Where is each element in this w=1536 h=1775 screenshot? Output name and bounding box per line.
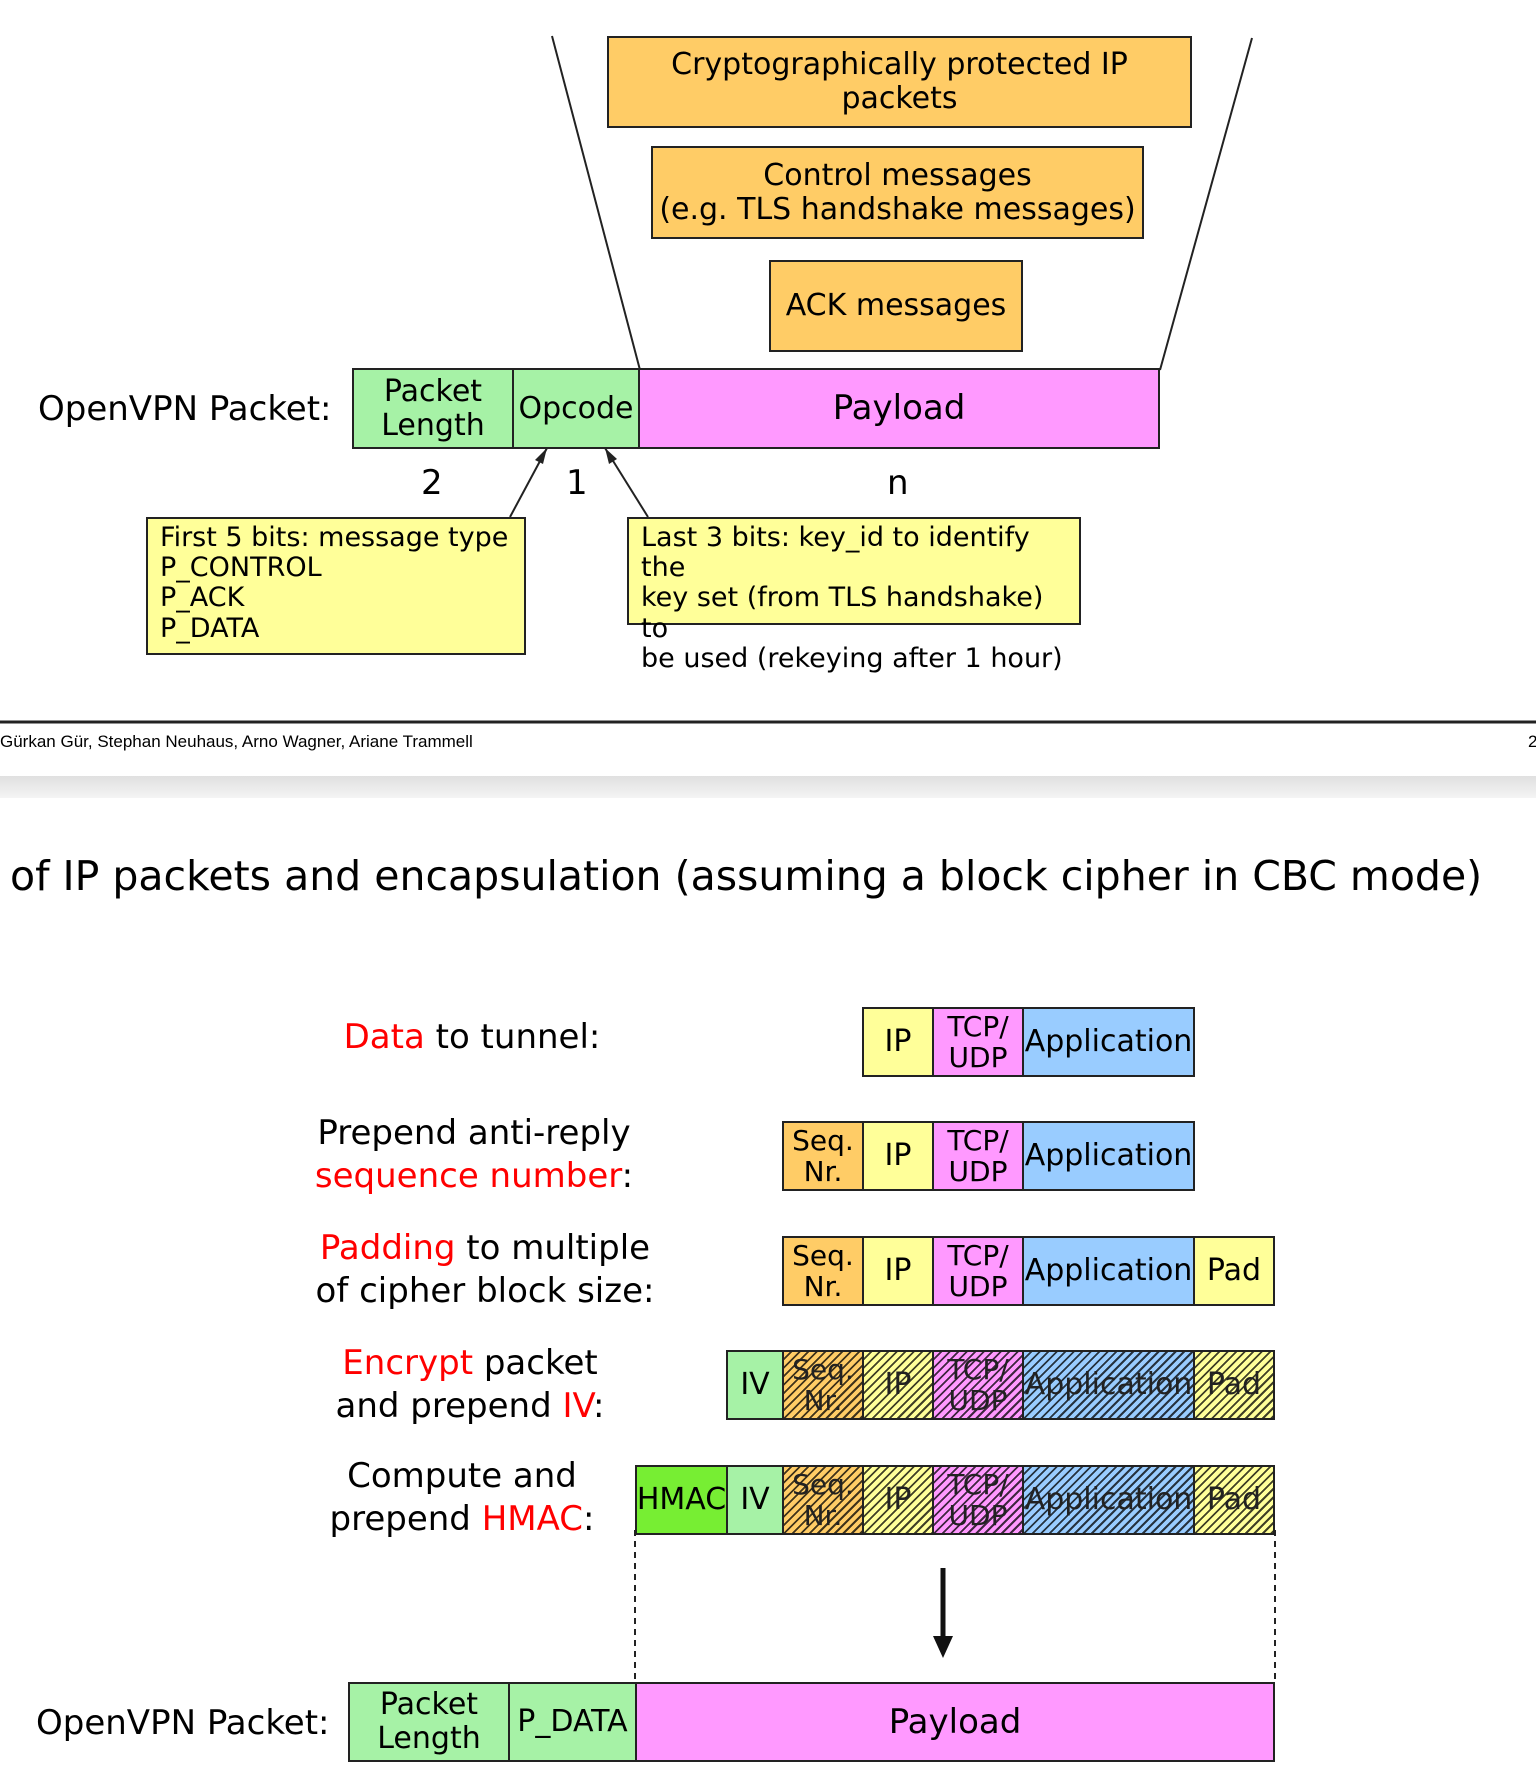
cell-seq-nr-encrypted: Seq. Nr. xyxy=(782,1465,864,1535)
cell-seq-nr-encrypted: Seq. Nr. xyxy=(782,1350,864,1420)
cell-tcp-udp-encrypted: TCP/ UDP xyxy=(932,1465,1024,1535)
cell-ip-encrypted: IP xyxy=(862,1465,934,1535)
cell-ip-encrypted: IP xyxy=(862,1350,934,1420)
cell-tcp-udp: TCP/ UDP xyxy=(932,1007,1024,1077)
step-label-encrypt: Encrypt packet and prepend IV: xyxy=(335,1343,605,1426)
field-payload: Payload xyxy=(635,1682,1275,1762)
cell-application-encrypted: Application xyxy=(1022,1350,1195,1420)
cell-ip: IP xyxy=(862,1121,934,1191)
cell-pad-encrypted: Pad xyxy=(1193,1465,1275,1535)
cell-pad: Pad xyxy=(1193,1236,1275,1306)
cell-application: Application xyxy=(1022,1007,1195,1077)
field-packet-length: Packet Length xyxy=(352,368,514,449)
stack-control-messages: Control messages (e.g. TLS handshake mes… xyxy=(651,146,1144,239)
step-label-data: Data to tunnel: xyxy=(343,1017,601,1057)
cell-seq-nr: Seq. Nr. xyxy=(782,1236,864,1306)
footer-authors: Gürkan Gür, Stephan Neuhaus, Arno Wagner… xyxy=(0,732,473,751)
slide-title: of IP packets and encapsulation (assumin… xyxy=(10,852,1483,900)
size-opcode: 1 xyxy=(566,463,588,503)
cell-hmac: HMAC xyxy=(635,1465,728,1535)
cell-seq-nr: Seq. Nr. xyxy=(782,1121,864,1191)
field-opcode: Opcode xyxy=(512,368,640,449)
cell-ip: IP xyxy=(862,1236,934,1306)
cell-pad-encrypted: Pad xyxy=(1193,1350,1275,1420)
step-label-hmac: Compute and prepend HMAC: xyxy=(329,1456,595,1539)
note-key-id: Last 3 bits: key_id to identify the key … xyxy=(627,517,1081,674)
field-p-data: P_DATA xyxy=(508,1682,637,1762)
stack-ip-packets: Cryptographically protected IP packets xyxy=(607,36,1192,128)
field-payload: Payload xyxy=(638,368,1160,449)
packet-label-bottom: OpenVPN Packet: xyxy=(36,1703,330,1743)
size-packet-length: 2 xyxy=(421,463,443,503)
cell-application: Application xyxy=(1022,1121,1195,1191)
stack-ack-messages: ACK messages xyxy=(769,260,1023,352)
cell-tcp-udp-encrypted: TCP/ UDP xyxy=(932,1350,1024,1420)
step-label-sequence: Prepend anti-reply sequence number: xyxy=(314,1113,634,1196)
cell-iv: IV xyxy=(726,1465,784,1535)
step-label-padding: Padding to multiple of cipher block size… xyxy=(315,1228,655,1311)
cell-iv: IV xyxy=(726,1350,784,1420)
slide-divider xyxy=(0,776,1536,798)
cell-tcp-udp: TCP/ UDP xyxy=(932,1121,1024,1191)
cell-tcp-udp: TCP/ UDP xyxy=(932,1236,1024,1306)
cell-application-encrypted: Application xyxy=(1022,1465,1195,1535)
cell-application: Application xyxy=(1022,1236,1195,1306)
size-payload: n xyxy=(887,463,909,503)
note-message-type: First 5 bits: message type P_CONTROL P_A… xyxy=(146,517,526,655)
footer-page-number: 2 xyxy=(1528,732,1536,751)
cell-ip: IP xyxy=(862,1007,934,1077)
field-packet-length: Packet Length xyxy=(348,1682,510,1762)
packet-label-top: OpenVPN Packet: xyxy=(38,389,332,429)
